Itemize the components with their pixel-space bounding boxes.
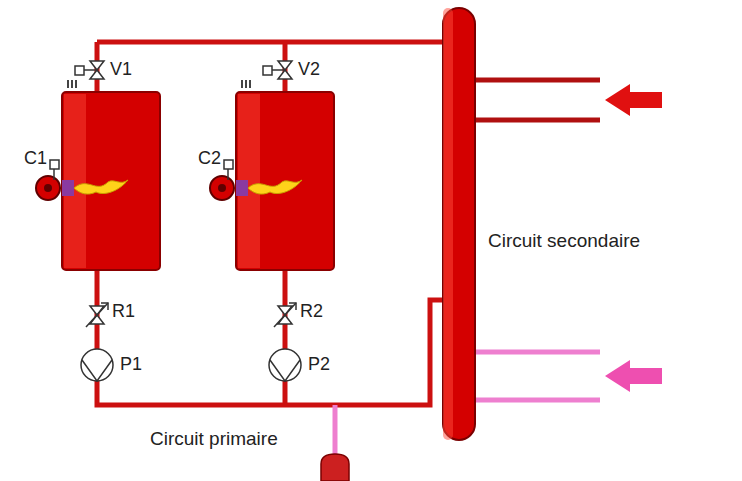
pump-label: P2 xyxy=(308,354,330,375)
boiler-2 xyxy=(210,80,334,270)
separator-highlight xyxy=(443,8,453,440)
burner-label: C1 xyxy=(24,148,47,169)
hot-flow-arrow xyxy=(605,84,662,116)
burner-label: C2 xyxy=(198,148,221,169)
pump-label: P1 xyxy=(120,354,142,375)
valve-label: R2 xyxy=(300,301,323,322)
circuit-label: Circuit primaire xyxy=(150,428,278,450)
boiler-1 xyxy=(36,80,160,270)
circuit-label: Circuit secondaire xyxy=(488,230,640,252)
secondary-hot-pipes xyxy=(473,80,600,120)
pumps xyxy=(81,349,301,381)
expansion-vessel xyxy=(321,454,349,481)
valve-label: V2 xyxy=(298,59,320,80)
valve-label: V1 xyxy=(110,59,132,80)
valve-label: R1 xyxy=(112,301,135,322)
return-flow-arrow xyxy=(605,360,662,392)
hydraulic-separator xyxy=(443,8,475,440)
motor-valves xyxy=(75,61,292,79)
